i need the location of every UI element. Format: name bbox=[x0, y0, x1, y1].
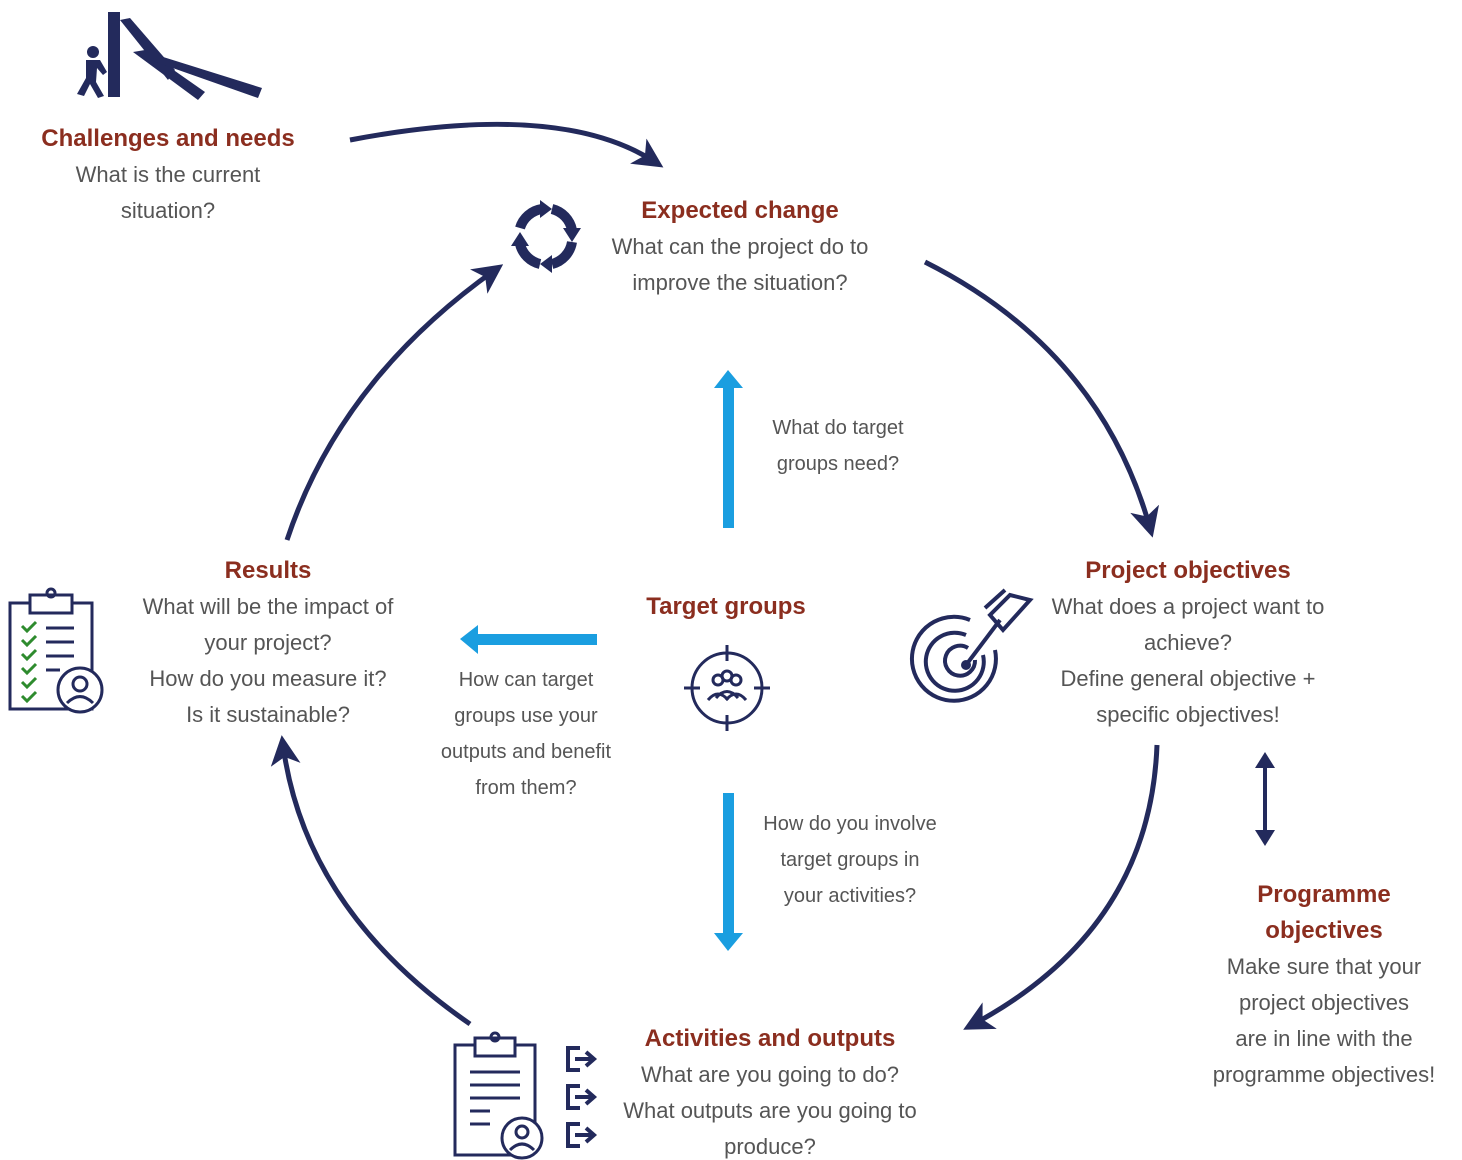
node-programme-objectives-line: programme objectives! bbox=[1212, 1062, 1436, 1087]
question-left-line: How can target bbox=[458, 669, 594, 691]
node-programme-objectives-title: objectives bbox=[1265, 917, 1383, 944]
node-challenges-line: situation? bbox=[120, 198, 216, 223]
question-up: What do target groups need? bbox=[748, 410, 928, 482]
question-down-line: target groups in bbox=[780, 849, 920, 871]
node-project-objectives-title: Project objectives bbox=[1085, 557, 1291, 584]
node-challenges: Challenges and needs What is the current… bbox=[18, 121, 318, 229]
arrow-objectives-to-activities bbox=[963, 744, 1160, 1030]
node-results-line: Is it sustainable? bbox=[186, 702, 350, 727]
blue-arrow-up bbox=[714, 370, 743, 528]
question-left-line: groups use your bbox=[454, 705, 598, 727]
node-target-groups-title: Target groups bbox=[646, 593, 806, 620]
node-project-objectives-line: What does a project want to bbox=[1051, 594, 1325, 619]
arrow-results-to-change bbox=[284, 264, 504, 541]
node-challenges-title: Challenges and needs bbox=[41, 125, 295, 152]
node-project-objectives: Project objectives What does a project w… bbox=[1028, 553, 1348, 733]
node-expected-change-line: improve the situation? bbox=[632, 270, 848, 295]
double-arrow-objectives-programme bbox=[1255, 752, 1275, 846]
blue-arrow-left bbox=[460, 625, 597, 654]
node-project-objectives-line: specific objectives! bbox=[1096, 702, 1280, 727]
arrow-activities-to-results bbox=[270, 735, 472, 1027]
node-programme-objectives: Programme objectives Make sure that your… bbox=[1184, 877, 1462, 1093]
node-programme-objectives-line: are in line with the bbox=[1235, 1026, 1413, 1051]
blue-arrow-down bbox=[714, 793, 743, 951]
node-activities-line: What are you going to do? bbox=[640, 1062, 900, 1087]
node-results-line: your project? bbox=[204, 630, 332, 655]
node-expected-change-line: What can the project do to bbox=[611, 234, 869, 259]
node-programme-objectives-line: project objectives bbox=[1239, 990, 1409, 1015]
node-results-line: What will be the impact of bbox=[142, 594, 394, 619]
node-project-objectives-line: achieve? bbox=[1143, 630, 1233, 655]
question-down: How do you involve target groups in your… bbox=[745, 806, 955, 914]
node-activities-title: Activities and outputs bbox=[644, 1025, 896, 1052]
node-project-objectives-line: Define general objective + bbox=[1060, 666, 1316, 691]
node-results-title: Results bbox=[224, 557, 312, 584]
node-results-line: How do you measure it? bbox=[149, 666, 387, 691]
node-expected-change-title: Expected change bbox=[641, 197, 839, 224]
question-left: How can target groups use your outputs a… bbox=[421, 662, 631, 806]
question-left-line: from them? bbox=[475, 777, 577, 799]
question-up-line: What do target bbox=[772, 417, 904, 439]
node-expected-change: Expected change What can the project do … bbox=[580, 193, 900, 301]
node-target-groups: Target groups bbox=[616, 589, 836, 625]
node-activities-line: What outputs are you going to bbox=[623, 1098, 917, 1123]
node-challenges-line: What is the current bbox=[75, 162, 261, 187]
arrow-challenges-to-change bbox=[349, 121, 664, 168]
node-programme-objectives-title: Programme bbox=[1257, 881, 1391, 908]
question-down-line: your activities? bbox=[783, 885, 917, 907]
node-activities: Activities and outputs What are you goin… bbox=[600, 1021, 940, 1160]
node-activities-line: produce? bbox=[724, 1134, 816, 1159]
arrow-change-to-objectives bbox=[923, 259, 1160, 538]
question-down-line: How do you involve bbox=[763, 813, 937, 835]
node-results: Results What will be the impact of your … bbox=[118, 553, 418, 733]
question-left-line: outputs and benefit bbox=[440, 741, 612, 763]
question-up-line: groups need? bbox=[776, 453, 900, 475]
node-programme-objectives-line: Make sure that your bbox=[1226, 954, 1422, 979]
